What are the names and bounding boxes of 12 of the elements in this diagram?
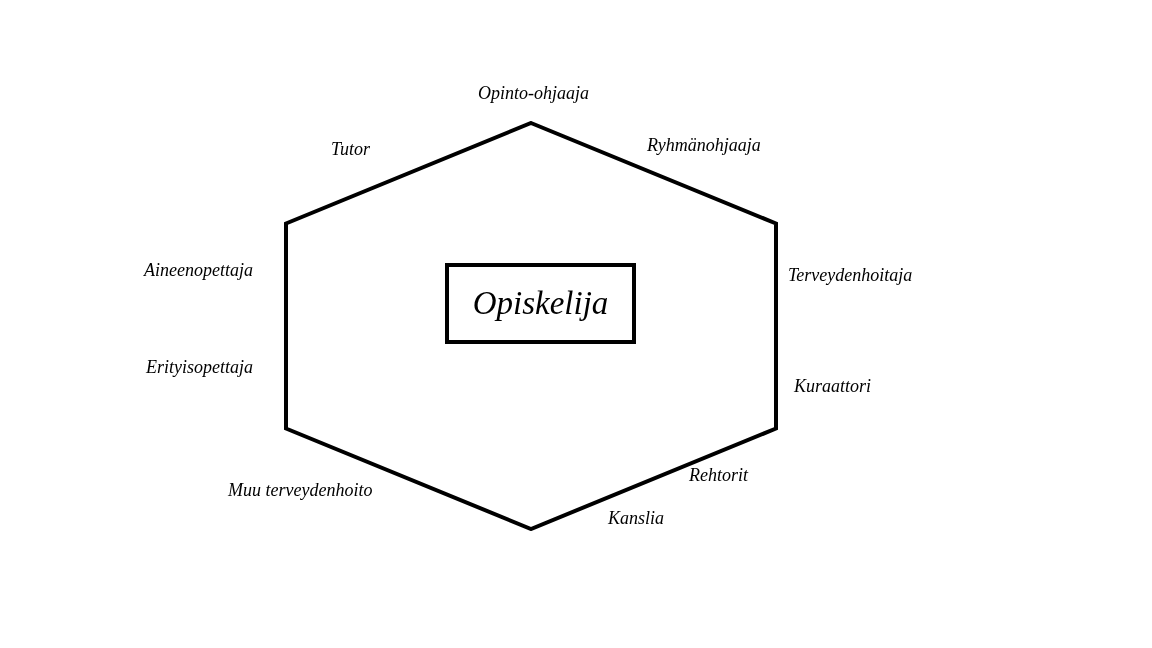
role-label: Muu terveydenhoito xyxy=(228,480,373,502)
role-label: Kanslia xyxy=(608,508,664,530)
role-label: Terveydenhoitaja xyxy=(788,265,913,287)
role-label: Rehtorit xyxy=(689,465,748,487)
role-label: Tutor xyxy=(331,139,371,161)
role-label: Erityisopettaja xyxy=(146,357,253,379)
role-label: Kuraattori xyxy=(794,376,872,398)
role-label: Opinto-ohjaaja xyxy=(478,83,589,105)
central-box xyxy=(445,263,636,344)
role-label: Ryhmänohjaaja xyxy=(647,135,761,157)
box-title: Opiskelija xyxy=(472,285,609,322)
role-label: Aineenopettaja xyxy=(144,260,253,282)
